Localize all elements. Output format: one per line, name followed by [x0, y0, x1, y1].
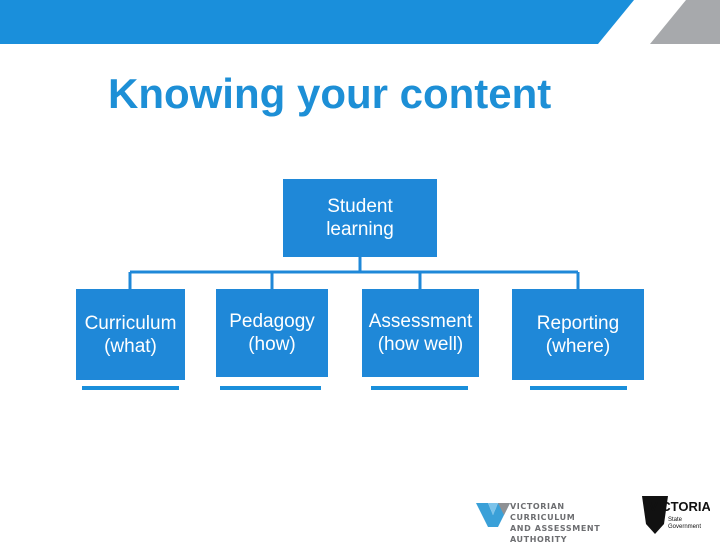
student-learning-box: Student learning — [283, 179, 437, 257]
vcaa-chevron-icon — [476, 503, 510, 527]
reporting-box: Reporting (where) — [512, 289, 644, 380]
pedagogy-underline — [220, 386, 321, 390]
assessment-box: Assessment (how well) — [362, 289, 479, 377]
assessment-underline — [371, 386, 468, 390]
vcaa-logo-text: VICTORIAN CURRICULUM AND ASSESSMENT AUTH… — [510, 502, 601, 544]
victoria-state-government-logo: VICTORIA State Government — [642, 496, 710, 534]
vcaa-logo: VICTORIAN CURRICULUM AND ASSESSMENT AUTH… — [476, 497, 626, 544]
victoria-logo-state: State — [668, 517, 683, 523]
top-banner — [0, 0, 720, 44]
curriculum-underline — [82, 386, 179, 390]
reporting-underline — [530, 386, 627, 390]
slide-title: Knowing your content — [108, 70, 552, 117]
curriculum-box: Curriculum (what) — [76, 289, 185, 380]
pedagogy-box: Pedagogy (how) — [216, 289, 328, 377]
victoria-logo-name: VICTORIA — [649, 499, 710, 514]
victoria-logo-government: Government — [668, 524, 701, 530]
